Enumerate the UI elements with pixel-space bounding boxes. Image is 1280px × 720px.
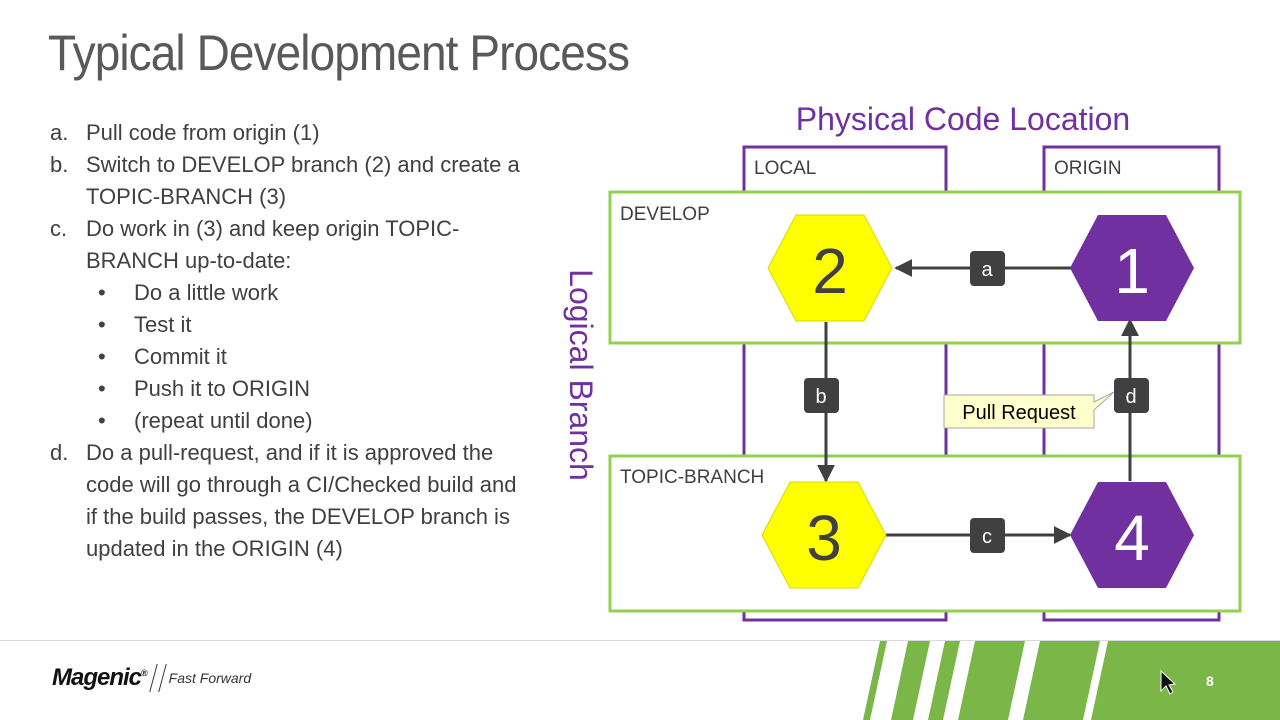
node-2-label: 2: [812, 235, 848, 307]
bullet-item: • (repeat until done): [86, 405, 530, 437]
bullet-text: (repeat until done): [134, 408, 313, 433]
row-header: Logical Branch: [563, 269, 599, 481]
column-header: Physical Code Location: [796, 101, 1130, 137]
sub-bullet-list: • Do a little work • Test it • Commit it • P…: [86, 277, 530, 437]
node-4-hexagon: [1070, 482, 1194, 588]
node-1-hexagon: [1070, 215, 1194, 321]
step-marker: d.: [50, 440, 69, 465]
edge-a-label-box: [970, 251, 1005, 286]
bullet-dot: •: [98, 408, 106, 433]
bullet-item: • Commit it: [86, 341, 530, 373]
bullet-dot: •: [98, 280, 106, 305]
node-1-label: 1: [1114, 235, 1150, 307]
step-marker: a.: [50, 120, 69, 145]
edge-c-label-box: [970, 518, 1005, 553]
edge-d-label-box: [1114, 378, 1149, 413]
edge-b-label-box: [804, 378, 839, 413]
pull-request-callout: [943, 391, 1115, 429]
node-4-label: 4: [1114, 502, 1150, 574]
bullet-text: Test it: [134, 312, 192, 337]
step-marker: b.: [50, 152, 69, 177]
bullet-dot: •: [98, 344, 106, 369]
step-text: Pull code from origin (1): [86, 120, 320, 145]
logo-tagline: Fast Forward: [168, 670, 252, 686]
pull-request-label: Pull Request: [962, 402, 1076, 424]
page-number: 8: [1206, 673, 1214, 689]
step-text: Switch to DEVELOP branch (2) and create …: [86, 152, 520, 209]
slide-title: Typical Development Process: [48, 25, 630, 81]
bullet-dot: •: [98, 312, 106, 337]
column-origin-box: [1042, 145, 1221, 622]
node-3-label: 3: [806, 502, 842, 574]
bullet-dot: •: [98, 376, 106, 401]
bullet-text: Push it to ORIGIN: [134, 376, 311, 401]
step-d: d. Do a pull-request, and if it is appro…: [50, 437, 530, 565]
step-list: a. Pull code from origin (1) b. Switch t…: [50, 117, 530, 565]
footer-divider: [0, 640, 1280, 641]
edge-c-label: c: [982, 526, 992, 548]
footer-stripe-6: [1091, 641, 1280, 720]
footer-stripe-5: [1023, 641, 1100, 720]
node-2-hexagon: [767, 214, 893, 322]
step-text: Do work in (3) and keep origin TOPIC-BRA…: [86, 216, 460, 273]
step-a: a. Pull code from origin (1): [50, 117, 530, 149]
row-label-topic: TOPIC-BRANCH: [620, 467, 764, 488]
bullet-text: Do a little work: [134, 280, 279, 305]
bullet-item: • Test it: [86, 309, 530, 341]
bullet-text: Commit it: [134, 344, 227, 369]
step-c: c. Do work in (3) and keep origin TOPIC-…: [50, 213, 530, 437]
footer-stripe-4: [958, 641, 1025, 720]
bullet-item: • Do a little work: [86, 277, 530, 309]
logo-separator: [148, 664, 167, 692]
logo-registered-mark: ®: [141, 668, 148, 678]
footer-stripe-3: [928, 641, 960, 720]
footer-stripe-2: [891, 641, 930, 720]
row-label-develop: DEVELOP: [620, 204, 710, 225]
column-label-local: LOCAL: [754, 158, 816, 179]
magenic-logo: Magenic® Fast Forward: [52, 664, 251, 692]
column-local-box: [742, 145, 948, 622]
logo-wordmark: Magenic®: [52, 664, 148, 692]
logo-word: Magenic: [52, 664, 142, 691]
edge-b-label: b: [815, 386, 826, 408]
column-label-origin: ORIGIN: [1054, 158, 1122, 179]
edge-d-label: d: [1125, 386, 1136, 408]
node-3-hexagon: [761, 481, 887, 589]
step-b: b. Switch to DEVELOP branch (2) and crea…: [50, 149, 530, 213]
bullet-item: • Push it to ORIGIN: [86, 373, 530, 405]
step-text: Do a pull-request, and if it is approved…: [86, 440, 517, 561]
footer-stripe-1: [863, 641, 887, 720]
step-marker: c.: [50, 216, 68, 241]
mouse-cursor-icon: [1160, 669, 1177, 695]
edge-a-label: a: [981, 259, 993, 281]
